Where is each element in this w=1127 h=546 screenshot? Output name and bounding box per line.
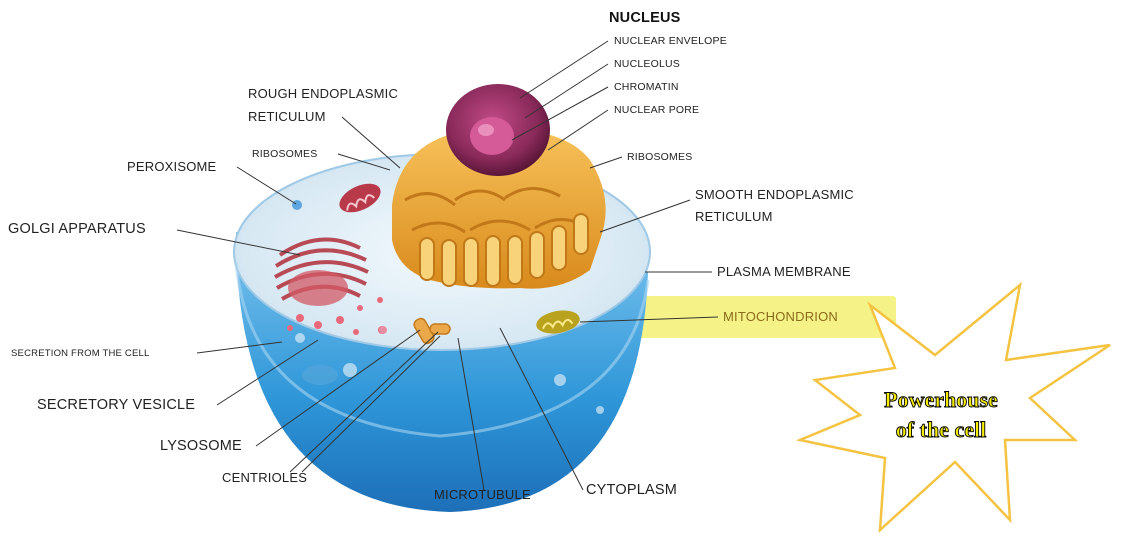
label-chromatin: CHROMATIN: [614, 81, 679, 93]
label-plasma-membrane: PLASMA MEMBRANE: [717, 264, 851, 279]
label-rough-er-line2: RETICULUM: [248, 109, 326, 124]
label-secretion: SECRETION FROM THE CELL: [11, 348, 150, 359]
label-nuclear-pore: NUCLEAR PORE: [614, 104, 699, 116]
label-peroxisome: PEROXISOME: [127, 159, 216, 174]
label-ribosomes-right: RIBOSOMES: [627, 151, 692, 163]
label-ribosomes-left: RIBOSOMES: [252, 148, 317, 160]
label-smooth-er-line1: SMOOTH ENDOPLASMIC: [695, 187, 854, 202]
label-golgi: GOLGI APPARATUS: [8, 221, 146, 237]
label-mitochondrion: MITOCHONDRION: [723, 309, 838, 324]
label-nuclear-envelope: NUCLEAR ENVELOPE: [614, 35, 727, 47]
lysosome-organelle: [379, 326, 387, 334]
peroxisome-organelle: [292, 200, 302, 210]
callout-line1: Powerhouse: [836, 385, 1046, 415]
label-lysosome: LYSOSOME: [160, 438, 242, 454]
label-nucleolus: NUCLEOLUS: [614, 58, 680, 70]
label-rough-er-line1: ROUGH ENDOPLASMIC: [248, 86, 398, 101]
label-cytoplasm: CYTOPLASM: [586, 482, 677, 498]
label-secretory-vesicle: SECRETORY VESICLE: [37, 397, 195, 413]
label-centrioles: CENTRIOLES: [222, 470, 307, 485]
label-microtubule: MICROTUBULE: [434, 487, 531, 502]
nucleus-organelle: [446, 84, 550, 176]
callout-text: Powerhouse of the cell: [836, 385, 1046, 445]
label-nucleus: NUCLEUS: [609, 10, 681, 26]
callout-line2: of the cell: [836, 415, 1046, 445]
label-smooth-er-line2: RETICULUM: [695, 209, 773, 224]
